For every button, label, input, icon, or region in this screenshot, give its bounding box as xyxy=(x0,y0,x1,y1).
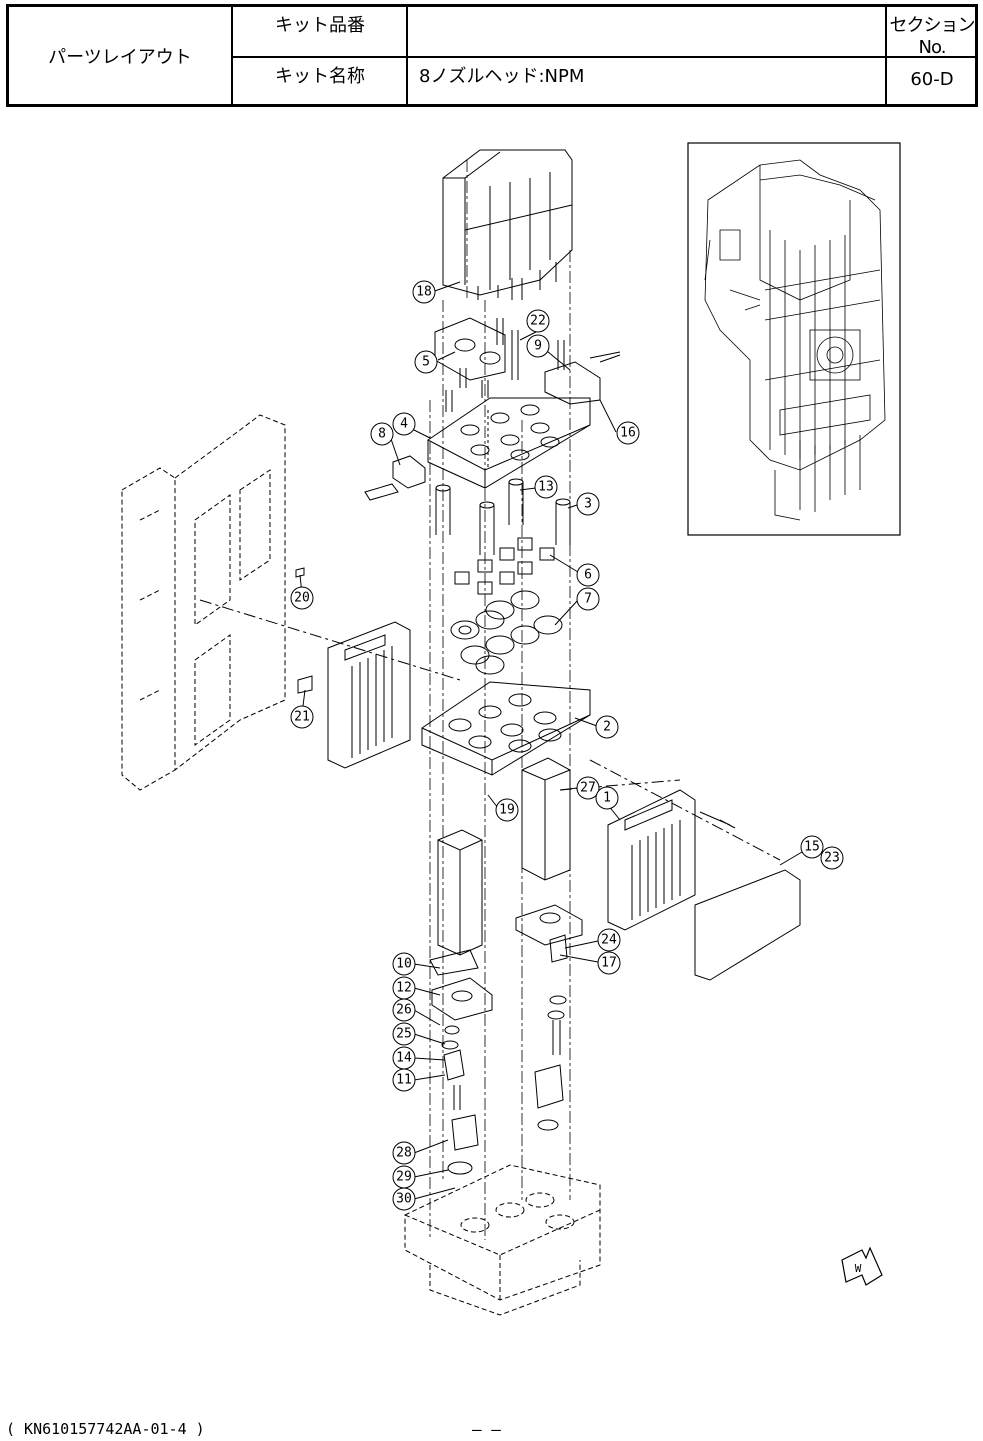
page-number: – – xyxy=(472,1420,501,1439)
callout-8: 8 xyxy=(371,423,393,445)
callout-20: 20 xyxy=(291,587,313,609)
callout-22: 22 xyxy=(527,310,549,332)
callout-label: 30 xyxy=(396,1192,412,1207)
callout-label: 9 xyxy=(534,339,542,354)
callout-label: 29 xyxy=(396,1170,412,1185)
left-cover xyxy=(328,622,410,768)
base-block xyxy=(405,1165,600,1315)
nozzle-unit-left xyxy=(430,830,492,1174)
callout-26: 26 xyxy=(393,999,415,1021)
callout-label: 20 xyxy=(294,591,310,606)
right-cover xyxy=(608,790,800,980)
callout-label: 15 xyxy=(804,840,820,855)
callout-label: 28 xyxy=(396,1146,412,1161)
callout-28: 28 xyxy=(393,1142,415,1164)
callout-13: 13 xyxy=(535,476,557,498)
direction-arrow: W xyxy=(842,1248,882,1285)
callout-3: 3 xyxy=(577,493,599,515)
callout-6: 6 xyxy=(577,564,599,586)
callout-label: 11 xyxy=(396,1073,412,1088)
callout-label: 25 xyxy=(396,1027,412,1042)
callout-23: 23 xyxy=(821,847,843,869)
callout-label: 22 xyxy=(530,314,546,329)
callout-label: 16 xyxy=(620,426,636,441)
callout-7: 7 xyxy=(577,588,599,610)
callout-label: 14 xyxy=(396,1051,412,1066)
callout-label: 4 xyxy=(400,417,408,432)
callout-11: 11 xyxy=(393,1069,415,1091)
callout-2: 2 xyxy=(596,716,618,738)
callout-14: 14 xyxy=(393,1047,415,1069)
head-frame xyxy=(122,415,285,790)
callout-30: 30 xyxy=(393,1188,415,1210)
direction-label: W xyxy=(855,1262,862,1275)
callout-24: 24 xyxy=(598,929,620,951)
callout-4: 4 xyxy=(393,413,415,435)
callout-label: 26 xyxy=(396,1003,412,1018)
callout-16: 16 xyxy=(617,422,639,444)
callout-label: 24 xyxy=(601,933,617,948)
callout-label: 3 xyxy=(584,497,592,512)
callout-label: 8 xyxy=(378,427,386,442)
callout-17: 17 xyxy=(598,952,620,974)
callout-15: 15 xyxy=(801,836,823,858)
callout-label: 7 xyxy=(584,592,592,607)
callout-12: 12 xyxy=(393,977,415,999)
callout-label: 1 xyxy=(603,791,611,806)
callout-label: 19 xyxy=(499,803,515,818)
callout-29: 29 xyxy=(393,1166,415,1188)
callout-label: 5 xyxy=(422,355,430,370)
callout-label: 2 xyxy=(603,720,611,735)
callout-label: 21 xyxy=(294,710,310,725)
bracket-8 xyxy=(393,456,425,488)
callout-27: 27 xyxy=(577,777,599,799)
valve-block xyxy=(443,150,572,300)
callout-label: 23 xyxy=(824,851,840,866)
callout-label: 17 xyxy=(601,956,617,971)
callout-19: 19 xyxy=(496,799,518,821)
callout-label: 12 xyxy=(396,981,412,996)
callout-9: 9 xyxy=(527,335,549,357)
callout-10: 10 xyxy=(393,953,415,975)
callout-25: 25 xyxy=(393,1023,415,1045)
callout-18: 18 xyxy=(413,281,435,303)
callout-label: 27 xyxy=(580,781,596,796)
callout-group: 18 22 5 9 16 48 13 3 20 6 7 21 2 19 27 1 15 23 24 17 10 12 26 2… xyxy=(291,281,843,1210)
callout-label: 18 xyxy=(416,285,432,300)
document-code: ( KN610157742AA-01-4 ) xyxy=(6,1420,205,1438)
assembled-head-inset xyxy=(688,143,900,535)
bracket-5 xyxy=(435,318,505,380)
nozzle-unit-right xyxy=(516,758,582,1130)
callout-label: 10 xyxy=(396,957,412,972)
callout-5: 5 xyxy=(415,351,437,373)
callout-label: 13 xyxy=(538,480,554,495)
callout-21: 21 xyxy=(291,706,313,728)
callout-1: 1 xyxy=(596,787,618,809)
lower-plate xyxy=(422,682,590,775)
callout-label: 6 xyxy=(584,568,592,583)
